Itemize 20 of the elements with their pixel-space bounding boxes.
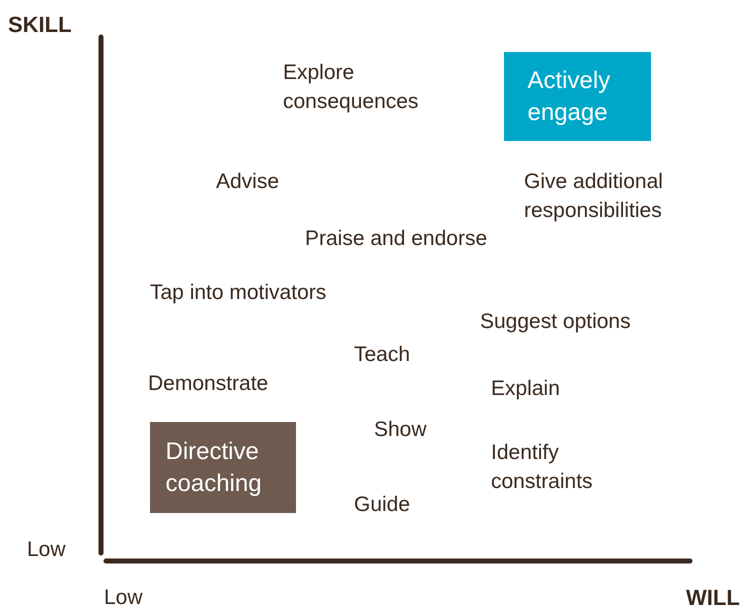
quadrant-label: Explain [491,376,560,402]
quadrant-label: Show [374,417,427,443]
box-label: Directive coaching [166,436,263,498]
quadrant-label: Explore consequences [283,60,420,115]
box-label: Actively engage [528,66,612,128]
axis-tick-label: Low [27,537,66,563]
axis-tick-label: Low [104,585,143,609]
quadrant-label: Advise [216,169,280,195]
axis-title: WILL [686,584,740,609]
quadrant-label: Suggest options [480,309,631,335]
quadrant-label: Tap into motivators [150,280,326,306]
quadrant-label: Teach [354,342,410,368]
quadrant-label: Demonstrate [148,371,268,397]
quadrant-box [150,422,296,513]
axis-title: SKILL [8,11,72,39]
quadrant-label: Praise and endorse [305,226,488,252]
quadrant-label: Guide [354,492,410,518]
quadrant-label: Give additional responsibilities [524,169,664,224]
quadrant-box [504,52,651,141]
quadrant-label: Identify constraints [491,440,594,495]
